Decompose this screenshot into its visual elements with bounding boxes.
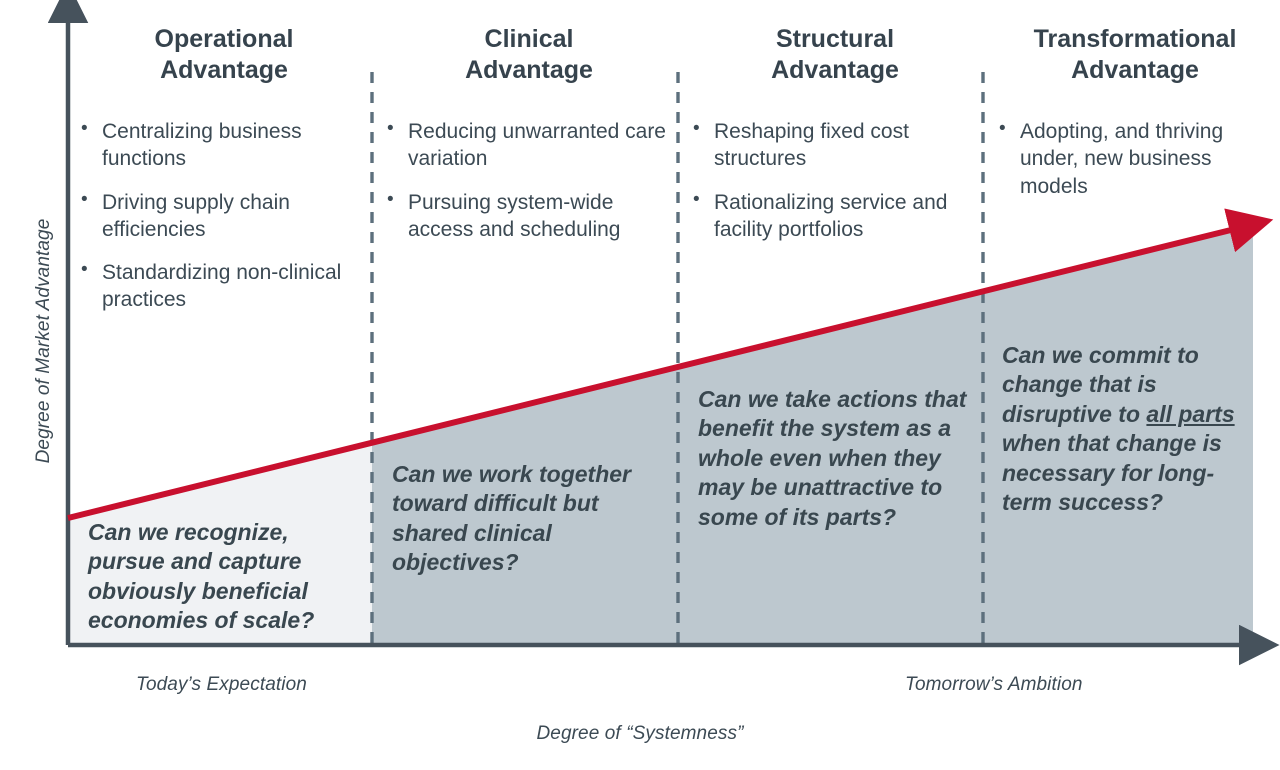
x-axis-start-label: Today’s Expectation bbox=[136, 674, 307, 695]
emphasis-underline: all parts bbox=[1146, 400, 1235, 427]
y-axis-label: Degree of Market Advantage bbox=[33, 218, 54, 464]
column-bullets-transformational: Adopting, and thriving under, new busine… bbox=[996, 117, 1280, 216]
x-axis-end-label: Tomorrow’s Ambition bbox=[905, 674, 1083, 695]
column-question-transformational: Can we commit to change that is disrupti… bbox=[1002, 341, 1264, 518]
bullet-item: Adopting, and thriving under, new busine… bbox=[996, 117, 1274, 200]
trend-line bbox=[67, 208, 1274, 521]
shaded-region-light bbox=[68, 443, 372, 645]
question-text-run: when that change is necessary for long-t… bbox=[1002, 430, 1222, 516]
bullet-item: Driving supply chain efficiencies bbox=[78, 188, 370, 244]
column-question-operational: Can we recognize, pursue and capture obv… bbox=[88, 519, 315, 634]
column-question-structural: Can we take actions that benefit the sys… bbox=[698, 386, 967, 530]
column-bullets-operational: Centralizing business functionsDriving s… bbox=[78, 117, 396, 330]
bullet-item: Pursuing system-wide access and scheduli… bbox=[384, 188, 674, 244]
bullet-item: Rationalizing service and facility portf… bbox=[690, 188, 980, 244]
x-axis-label: Degree of “Systemness” bbox=[536, 723, 744, 744]
bullet-item: Reshaping fixed cost structures bbox=[690, 117, 980, 173]
question-text-run: Can we commit to change that is disrupti… bbox=[1002, 342, 1199, 427]
column-bullets-structural: Reshaping fixed cost structuresRationali… bbox=[690, 117, 1006, 259]
bullet-item: Reducing unwarranted care variation bbox=[384, 117, 674, 173]
column-bullets-clinical: Reducing unwarranted care variationPursu… bbox=[384, 117, 700, 259]
shaded-region-dark bbox=[372, 225, 1253, 645]
bullet-item: Centralizing business functions bbox=[78, 117, 370, 173]
bullet-item: Standardizing non-clinical practices bbox=[78, 258, 370, 314]
column-question-clinical: Can we work together toward difficult bu… bbox=[392, 461, 631, 576]
